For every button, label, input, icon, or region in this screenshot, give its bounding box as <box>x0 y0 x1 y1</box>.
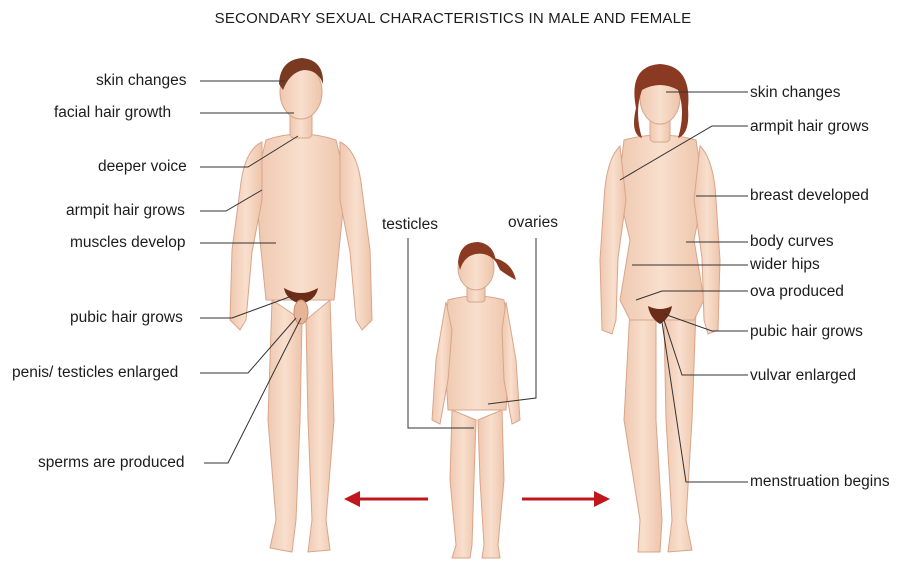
female-label-breast: breast developed <box>750 187 869 205</box>
female-label-body-curves: body curves <box>750 233 834 251</box>
male-genitals <box>294 300 308 324</box>
male-label-sperms: sperms are produced <box>38 454 184 472</box>
male-label-muscles: muscles develop <box>70 234 185 252</box>
female-label-skin-changes: skin changes <box>750 84 840 102</box>
male-label-penis-testicles: penis/ testicles enlarged <box>12 364 178 382</box>
female-label-wider-hips: wider hips <box>750 256 820 274</box>
female-label-armpit-hair: armpit hair grows <box>750 118 869 136</box>
male-label-armpit-hair: armpit hair grows <box>66 202 185 220</box>
male-label-pubic-hair: pubic hair grows <box>70 309 183 327</box>
arrow-right <box>522 491 610 507</box>
arrow-left <box>344 491 428 507</box>
female-label-ova: ova produced <box>750 283 844 301</box>
male-label-facial-hair: facial hair growth <box>54 104 171 122</box>
male-label-deeper-voice: deeper voice <box>98 158 187 176</box>
female-label-menstruation: menstruation begins <box>750 473 890 491</box>
child-label-testicles: testicles <box>382 216 438 234</box>
female-label-vulvar: vulvar enlarged <box>750 367 856 385</box>
male-label-skin-changes: skin changes <box>96 72 186 90</box>
female-label-pubic-hair: pubic hair grows <box>750 323 863 341</box>
child-label-ovaries: ovaries <box>508 214 558 232</box>
child-ponytail <box>494 258 516 280</box>
